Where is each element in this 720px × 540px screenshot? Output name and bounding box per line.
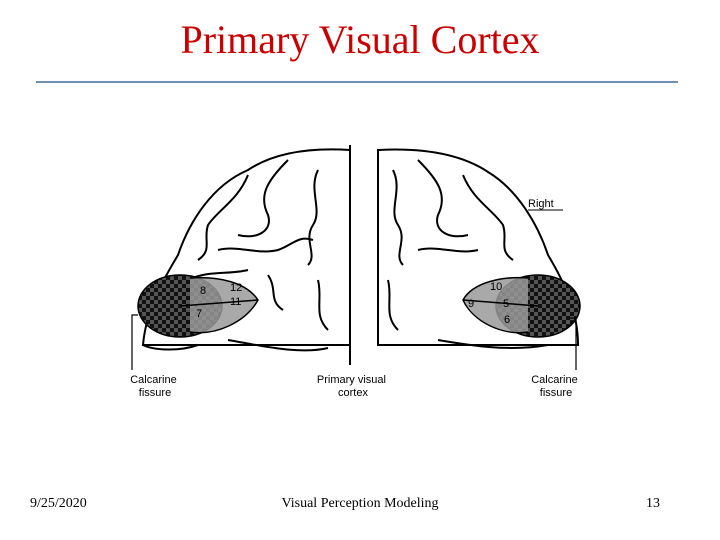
right-number-6: 6 [504, 314, 510, 326]
primary-visual-cortex-label: Primary visual cortex [317, 374, 389, 399]
slide-footer-text: Visual Perception Modeling [0, 496, 720, 512]
left-number-7: 7 [196, 308, 202, 320]
calcarine-fissure-right-label: Calcarine fissure [531, 374, 581, 399]
right-number-5: 5 [503, 298, 509, 310]
left-number-12: 12 [230, 282, 242, 294]
left-pointer-line [132, 315, 138, 370]
brain-figure: 8 12 7 11 10 9 5 6 R [118, 140, 598, 415]
right-number-9: 9 [468, 298, 474, 310]
calcarine-fissure-left-label: Calcarine fissure [130, 374, 180, 399]
left-number-8: 8 [200, 285, 206, 297]
slide-title: Primary Visual Cortex [0, 16, 720, 63]
right-number-10: 10 [490, 281, 502, 293]
right-label: Right [528, 198, 554, 210]
left-number-11: 11 [230, 296, 241, 308]
slide-page-number: 13 [646, 496, 660, 512]
title-divider [36, 81, 678, 83]
